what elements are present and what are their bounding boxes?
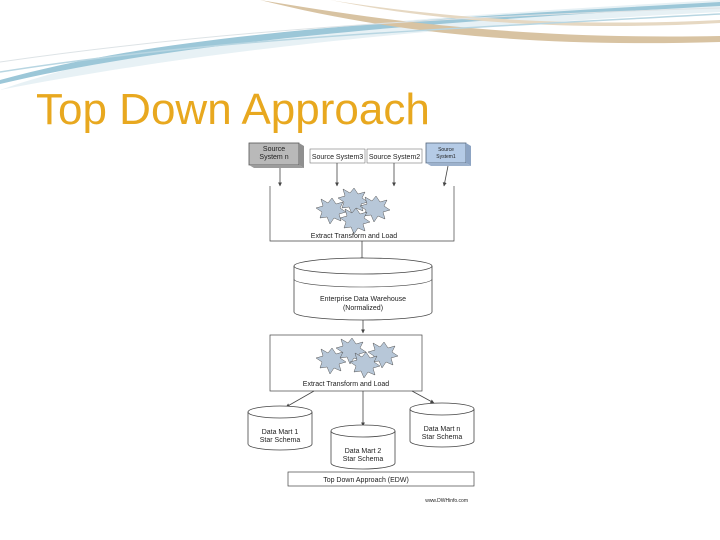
header-swoosh-decoration (0, 0, 720, 90)
source-system-n-label-1: Source (263, 146, 285, 153)
mart-arrows (285, 390, 435, 427)
data-mart-n-label-2: Star Schema (422, 434, 463, 441)
source-system-n: Source System n (248, 142, 304, 168)
swoosh-line-blue (0, 13, 720, 73)
source-system-n-label-2: System n (259, 154, 288, 161)
diagram-credit: www.DWHinfo.com (425, 498, 468, 504)
page-title: Top Down Approach (36, 85, 430, 134)
data-mart-1-label-1: Data Mart 1 (262, 429, 299, 436)
etl-bottom-label: Extract Transform and Load (303, 381, 389, 388)
diagram-caption: Top Down Approach (EDW) (323, 477, 409, 484)
etl-top-box: Extract Transform and Load (269, 186, 455, 242)
etl-bottom-box: Extract Transform and Load (269, 334, 423, 392)
source-system-2: Source System2 (366, 148, 423, 164)
data-mart-1-label-2: Star Schema (260, 437, 301, 444)
enterprise-data-warehouse-cylinder: Enterprise Data Warehouse (Normalized) (293, 257, 433, 321)
data-mart-n-label-1: Data Mart n (424, 426, 461, 433)
etl-top-label: Extract Transform and Load (311, 233, 397, 240)
source-system-2-label: Source System2 (369, 154, 420, 161)
top-down-approach-diagram: Source System n Source System3 Source Sy… (247, 142, 475, 504)
source-arrows (278, 163, 449, 187)
data-mart-2-label-2: Star Schema (343, 456, 384, 463)
data-mart-2-cylinder: Data Mart 2 Star Schema (330, 424, 396, 470)
swoosh-band-light (0, 0, 720, 90)
data-mart-1-cylinder: Data Mart 1 Star Schema (247, 405, 313, 451)
source-system-1: Source System1 (425, 142, 471, 166)
source-system-1-label-1: Source (438, 147, 454, 153)
data-mart-2-label-1: Data Mart 2 (345, 448, 382, 455)
source-system-3-label: Source System3 (312, 154, 363, 161)
etl-top-stars-icon (315, 187, 391, 235)
swoosh-line-gray (0, 7, 720, 63)
diagram-caption-box: Top Down Approach (EDW) (287, 471, 475, 487)
data-mart-n-cylinder: Data Mart n Star Schema (409, 402, 475, 448)
source-system-1-label-2: System1 (436, 154, 456, 160)
edw-label-1: Enterprise Data Warehouse (320, 296, 406, 303)
swoosh-band-tan-thin (330, 0, 720, 27)
etl-bottom-stars-icon (315, 337, 399, 379)
swoosh-band-tan (260, 0, 720, 44)
source-system-3: Source System3 (309, 148, 366, 164)
edw-label-2: (Normalized) (343, 305, 383, 312)
